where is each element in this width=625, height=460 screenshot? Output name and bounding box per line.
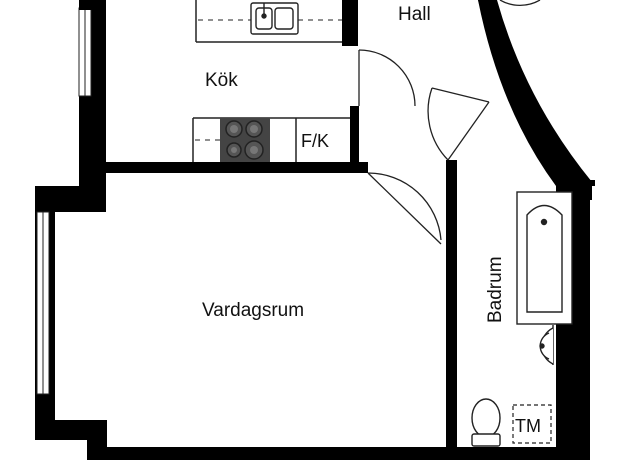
wall-kitchen-living bbox=[106, 162, 368, 173]
walls bbox=[35, 0, 590, 460]
window-kitchen bbox=[78, 7, 92, 97]
toilet bbox=[471, 398, 501, 447]
wall-kitchen-hall bbox=[350, 106, 359, 168]
room-label-kitchen: Kök bbox=[205, 70, 238, 91]
room-label-living-room: Vardagsrum bbox=[202, 300, 304, 321]
room-label-hall: Hall bbox=[398, 4, 431, 25]
kitchen-counter-bottom bbox=[192, 117, 350, 162]
washer bbox=[512, 404, 552, 444]
washer-label: TM bbox=[515, 416, 541, 436]
room-label-bathroom: Badrum bbox=[485, 256, 506, 323]
wall-bottom-strip bbox=[87, 447, 557, 460]
wall-living-bath bbox=[446, 160, 457, 450]
fridge-freezer-label: F/K bbox=[301, 131, 329, 151]
door-hall-bath bbox=[427, 87, 490, 161]
bathtub bbox=[516, 191, 573, 325]
door-kitchen-hall bbox=[358, 49, 416, 107]
wall-kitchen-top bbox=[342, 0, 358, 46]
sink bbox=[250, 2, 299, 35]
window-kitchen-top-cap bbox=[79, 0, 106, 10]
stove bbox=[220, 118, 270, 162]
bathroom-sink bbox=[539, 325, 554, 365]
wall-right-curve-thick bbox=[478, 0, 592, 200]
door-entrance bbox=[499, 0, 541, 7]
door-hall-living bbox=[367, 172, 442, 245]
window-living bbox=[36, 211, 50, 395]
